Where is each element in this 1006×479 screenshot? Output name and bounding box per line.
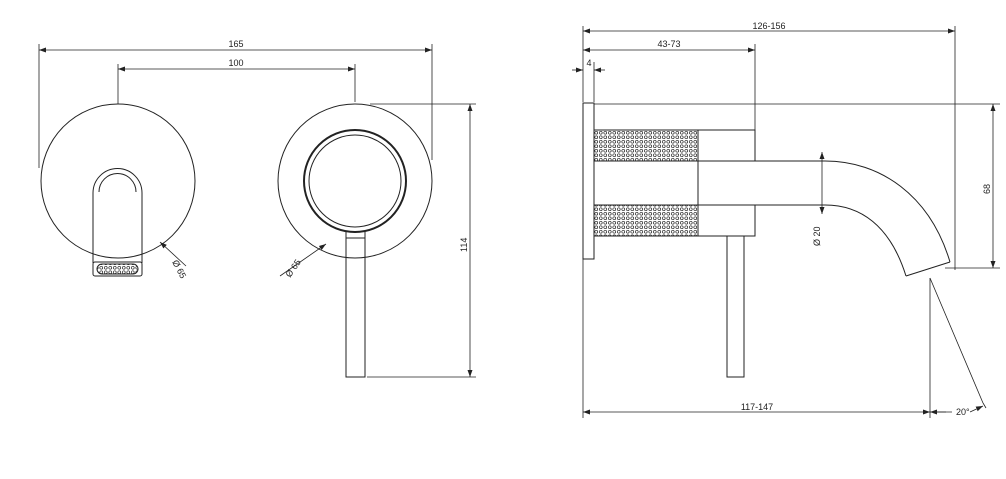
side-rosette-plate bbox=[582, 102, 595, 260]
mixer-rosette-diameter-label: Ø 65 bbox=[283, 257, 302, 279]
dimension-overall-projection: 126-156 bbox=[582, 21, 956, 270]
dimension-rosette-thickness: 4 bbox=[572, 58, 605, 102]
dim-overall-projection-label: 126-156 bbox=[752, 21, 785, 31]
dim-rosette-thickness-label: 4 bbox=[586, 58, 591, 68]
mixer-rosette: Ø 65 bbox=[277, 103, 433, 378]
dim-spout-diameter-label: Ø 20 bbox=[812, 226, 822, 246]
dim-spout-drop-label: 68 bbox=[982, 184, 992, 194]
spout-rosette-diameter-label: Ø 65 bbox=[170, 258, 188, 280]
side-spout bbox=[594, 160, 951, 277]
front-view: 165 100 Ø 65 bbox=[38, 39, 476, 378]
dim-height-label: 114 bbox=[459, 238, 469, 252]
dimension-height: 114 bbox=[367, 103, 476, 378]
side-lever bbox=[726, 236, 745, 378]
dimension-spout-reach: 117-147 bbox=[582, 259, 931, 418]
dimension-spout-drop: 68 bbox=[594, 103, 1000, 269]
knurled-body bbox=[594, 129, 756, 237]
dimension-angle: 20° bbox=[929, 277, 987, 417]
dim-angle-label: 20° bbox=[956, 407, 970, 417]
side-view: 126-156 43-73 4 bbox=[572, 21, 1000, 418]
dim-spout-reach-label: 117-147 bbox=[741, 402, 773, 412]
dim-overall-width-label: 165 bbox=[228, 39, 243, 49]
dim-center-distance-label: 100 bbox=[228, 58, 243, 68]
spout-rosette: Ø 65 bbox=[40, 103, 196, 280]
dimension-spout-diameter: Ø 20 bbox=[812, 152, 825, 246]
dimension-center-distance: 100 bbox=[117, 58, 356, 104]
dimension-overall-width: 165 bbox=[38, 39, 433, 168]
dim-body-depth-label: 43-73 bbox=[657, 39, 680, 49]
dimension-body-depth: 43-73 bbox=[583, 39, 756, 130]
